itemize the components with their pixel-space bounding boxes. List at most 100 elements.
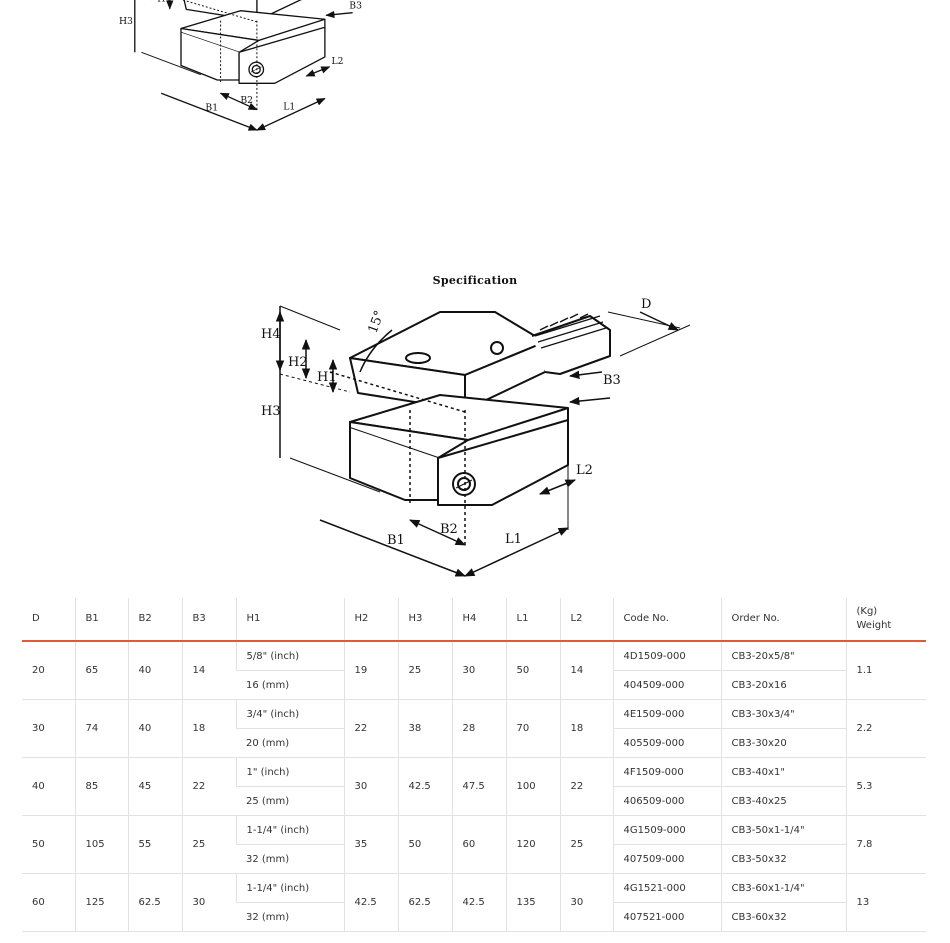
header-B2: B2 xyxy=(127,598,182,642)
header-code-no: Code No. xyxy=(612,598,721,642)
large-drawing: H4 H2 H1 H3 15° D B3 L2 B2 B1 L1 xyxy=(261,297,691,577)
cell-d: 40 xyxy=(22,757,75,816)
cell-order-no: CB3-30x20 xyxy=(720,728,846,758)
small-label-B3: B3 xyxy=(349,1,362,12)
cell-weight: 1.1 xyxy=(845,641,926,700)
cell-h2: 42.5 xyxy=(343,873,398,932)
cell-l2: 30 xyxy=(559,873,613,932)
small-label-H1: H1 xyxy=(157,0,171,4)
cell-h3: 42.5 xyxy=(397,757,452,816)
cell-h1-inch: 1" (inch) xyxy=(235,757,344,787)
cell-b1: 74 xyxy=(74,699,128,758)
cell-h1-mm: 20 (mm) xyxy=(236,728,344,758)
label-B1: B1 xyxy=(387,533,405,548)
cell-b2: 40 xyxy=(127,699,182,758)
cell-h1-inch: 5/8" (inch) xyxy=(235,641,344,671)
header-H4: H4 xyxy=(451,598,506,642)
small-label-L2: L2 xyxy=(331,56,343,67)
cell-l2: 22 xyxy=(559,757,613,816)
small-label-H3: H3 xyxy=(119,16,133,27)
cell-h4: 47.5 xyxy=(451,757,506,816)
cell-b1: 65 xyxy=(74,641,128,700)
cell-code-no: 405509-000 xyxy=(612,728,721,758)
cell-b1: 85 xyxy=(74,757,128,816)
cell-b2: 62.5 xyxy=(127,873,182,932)
cell-b3: 14 xyxy=(181,641,236,700)
label-H2: H2 xyxy=(288,355,308,370)
cell-code-no: 4G1509-000 xyxy=(612,815,721,845)
cell-l2: 18 xyxy=(559,699,613,758)
cell-order-no: CB3-40x1" xyxy=(720,757,846,787)
header-B1: B1 xyxy=(74,598,128,642)
cell-b2: 55 xyxy=(127,815,182,874)
cell-l1: 70 xyxy=(505,699,560,758)
specification-table: D B1 B2 B3 H1 H2 H3 H4 L1 L2 Code No. Or… xyxy=(22,598,926,932)
cell-h3: 62.5 xyxy=(397,873,452,932)
cell-code-no: 406509-000 xyxy=(612,786,721,816)
cell-h1-inch: 1-1/4" (inch) xyxy=(235,815,344,845)
cell-d: 50 xyxy=(22,815,75,874)
cell-b2: 40 xyxy=(127,641,182,700)
cell-l1: 135 xyxy=(505,873,560,932)
cell-order-no: CB3-60x32 xyxy=(720,902,846,932)
small-label-B1: B1 xyxy=(205,102,218,113)
cell-order-no: CB3-20x5/8" xyxy=(720,641,846,671)
small-label-L1: L1 xyxy=(283,102,295,113)
cell-order-no: CB3-50x1-1/4" xyxy=(720,815,846,845)
header-weight: (Kg)Weight xyxy=(845,598,926,642)
cell-l1: 120 xyxy=(505,815,560,874)
cell-h2: 30 xyxy=(343,757,398,816)
cell-b3: 22 xyxy=(181,757,236,816)
label-angle: 15° xyxy=(366,309,388,336)
header-weight-unit: (Kg) xyxy=(856,606,878,617)
header-H2: H2 xyxy=(343,598,398,642)
small-label-B2: B2 xyxy=(240,95,253,106)
cell-d: 20 xyxy=(22,641,75,700)
cell-order-no: CB3-60x1-1/4" xyxy=(720,873,846,903)
cell-h3: 25 xyxy=(397,641,452,700)
cell-h1-inch: 1-1/4" (inch) xyxy=(235,873,344,903)
cell-h1-mm: 25 (mm) xyxy=(236,786,344,816)
cell-weight: 5.3 xyxy=(845,757,926,816)
cell-h1-mm: 16 (mm) xyxy=(236,670,344,700)
cell-h3: 38 xyxy=(397,699,452,758)
cell-weight: 13 xyxy=(845,873,926,932)
cell-l2: 14 xyxy=(559,641,613,700)
cell-b3: 25 xyxy=(181,815,236,874)
cell-h3: 50 xyxy=(397,815,452,874)
cell-code-no: 407509-000 xyxy=(612,844,721,874)
cell-h4: 28 xyxy=(451,699,506,758)
cell-h1-mm: 32 (mm) xyxy=(236,844,344,874)
header-order-no: Order No. xyxy=(720,598,846,642)
cell-l1: 50 xyxy=(505,641,560,700)
header-D: D xyxy=(22,598,75,642)
cell-h4: 60 xyxy=(451,815,506,874)
label-H3: H3 xyxy=(261,404,281,419)
cell-order-no: CB3-30x3/4" xyxy=(720,699,846,729)
cell-code-no: 4F1509-000 xyxy=(612,757,721,787)
cell-l2: 25 xyxy=(559,815,613,874)
cell-code-no: 4G1521-000 xyxy=(612,873,721,903)
cell-b1: 105 xyxy=(74,815,128,874)
cell-b2: 45 xyxy=(127,757,182,816)
cell-b3: 30 xyxy=(181,873,236,932)
cell-order-no: CB3-40x25 xyxy=(720,786,846,816)
label-L1: L1 xyxy=(505,532,522,547)
label-L2: L2 xyxy=(576,463,593,478)
table-header-row: D B1 B2 B3 H1 H2 H3 H4 L1 L2 Code No. Or… xyxy=(22,598,926,642)
tool-holder-drawings: H4 H2 H1 H3 15° D B3 L2 B2 B1 L1 H4 xyxy=(119,0,691,577)
cell-code-no: 404509-000 xyxy=(612,670,721,700)
header-H3: H3 xyxy=(397,598,452,642)
cell-d: 60 xyxy=(22,873,75,932)
cell-h2: 35 xyxy=(343,815,398,874)
header-L1: L1 xyxy=(505,598,560,642)
